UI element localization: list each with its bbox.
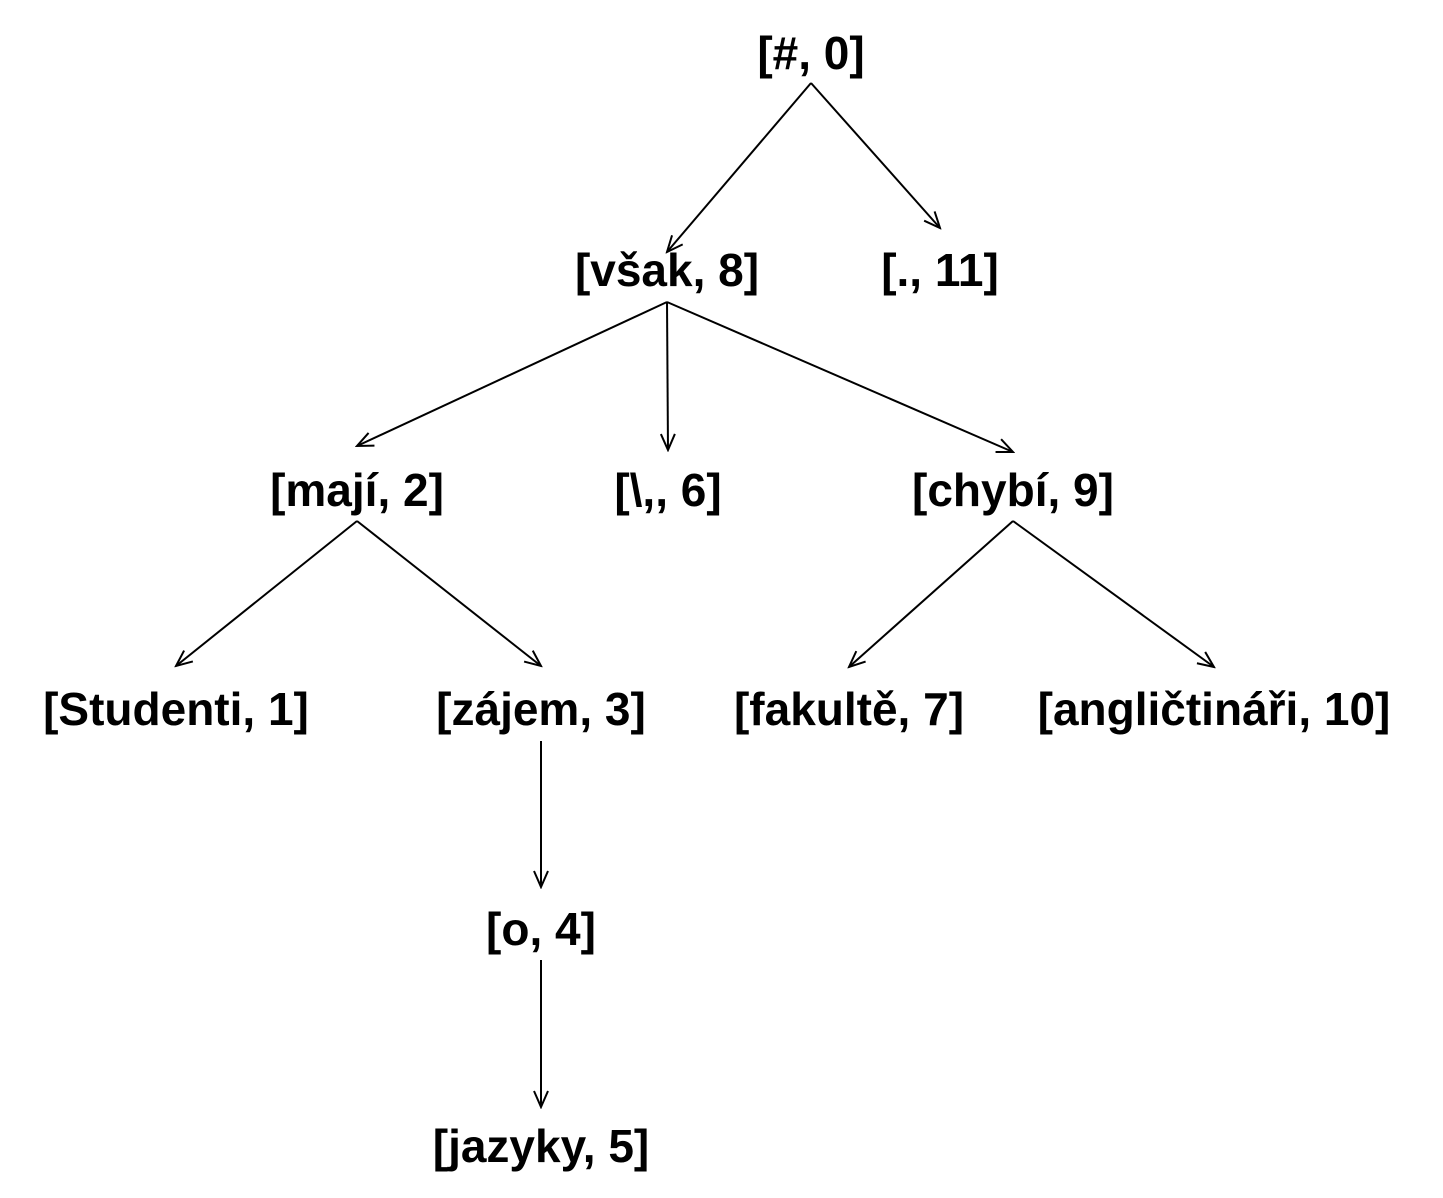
edge-arrow-n0-to-n8 <box>667 82 812 252</box>
edge-arrow-n8-to-n9 <box>666 301 1013 452</box>
edge-arrow-n0-to-n11 <box>810 82 940 228</box>
nodes-layer: [#, 0] [však, 8] [., 11] [mají, 2] [\,, 6] [c… <box>43 27 1390 1172</box>
edges-layer <box>176 82 1214 1107</box>
tree-node-n9: [chybí, 9] <box>912 464 1114 516</box>
tree-node-n8: [však, 8] <box>575 244 759 296</box>
tree-node-n0: [#, 0] <box>757 27 864 79</box>
tree-node-n7: [fakultě, 7] <box>734 683 964 735</box>
edge-arrow-n9-to-n7 <box>849 520 1014 667</box>
tree-node-n3: [zájem, 3] <box>436 683 646 735</box>
tree-node-n1: [Studenti, 1] <box>43 683 309 735</box>
tree-node-n5: [jazyky, 5] <box>433 1120 649 1172</box>
tree-node-n4: [o, 4] <box>486 903 596 955</box>
edge-arrow-n2-to-n1 <box>176 520 358 666</box>
edge-arrow-n2-to-n3 <box>356 520 541 666</box>
tree-node-n2: [mají, 2] <box>270 464 444 516</box>
tree-node-n10: [angličtináři, 10] <box>1038 683 1391 735</box>
tree-node-n11: [., 11] <box>881 244 999 296</box>
edge-arrow-n8-to-n2 <box>357 301 668 446</box>
tree-node-n6: [\,, 6] <box>614 464 721 516</box>
edge-arrow-n8-to-n6 <box>667 301 668 450</box>
edge-arrow-n9-to-n10 <box>1012 520 1214 667</box>
